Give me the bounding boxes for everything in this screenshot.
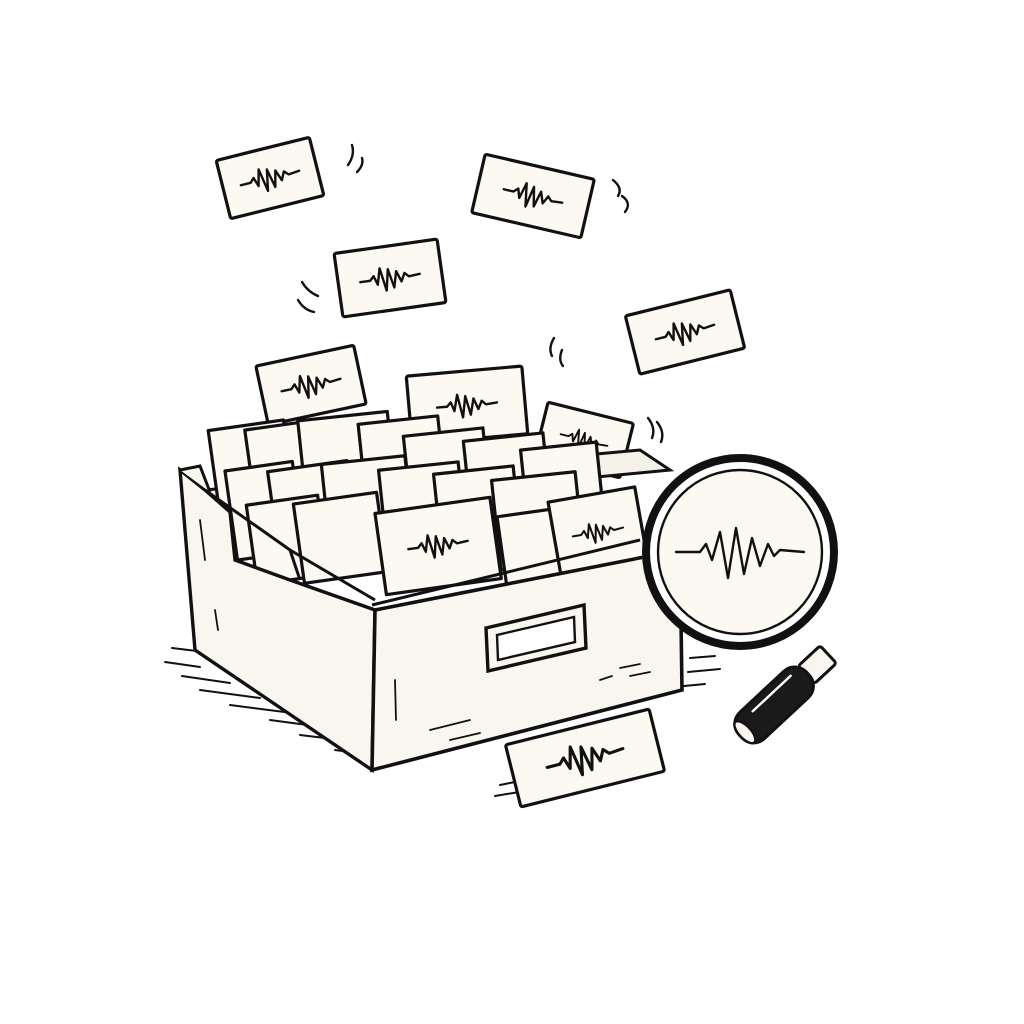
featured-card: [373, 495, 503, 597]
waveform-icon: [674, 526, 806, 580]
motion-marks: [611, 178, 630, 214]
magnifying-glass-icon: [642, 454, 838, 745]
motion-marks: [549, 336, 565, 368]
motion-marks: [296, 280, 320, 314]
floating-card: [254, 344, 368, 426]
floating-card: [332, 237, 448, 319]
card-drawer-icon: [177, 409, 684, 774]
dropped-card: [504, 707, 666, 809]
floating-card: [216, 137, 324, 218]
floating-card: [624, 288, 746, 376]
motion-marks: [646, 416, 664, 444]
motion-marks: [346, 143, 364, 174]
floating-card: [470, 152, 596, 240]
drawer-label-holder: [484, 602, 588, 674]
